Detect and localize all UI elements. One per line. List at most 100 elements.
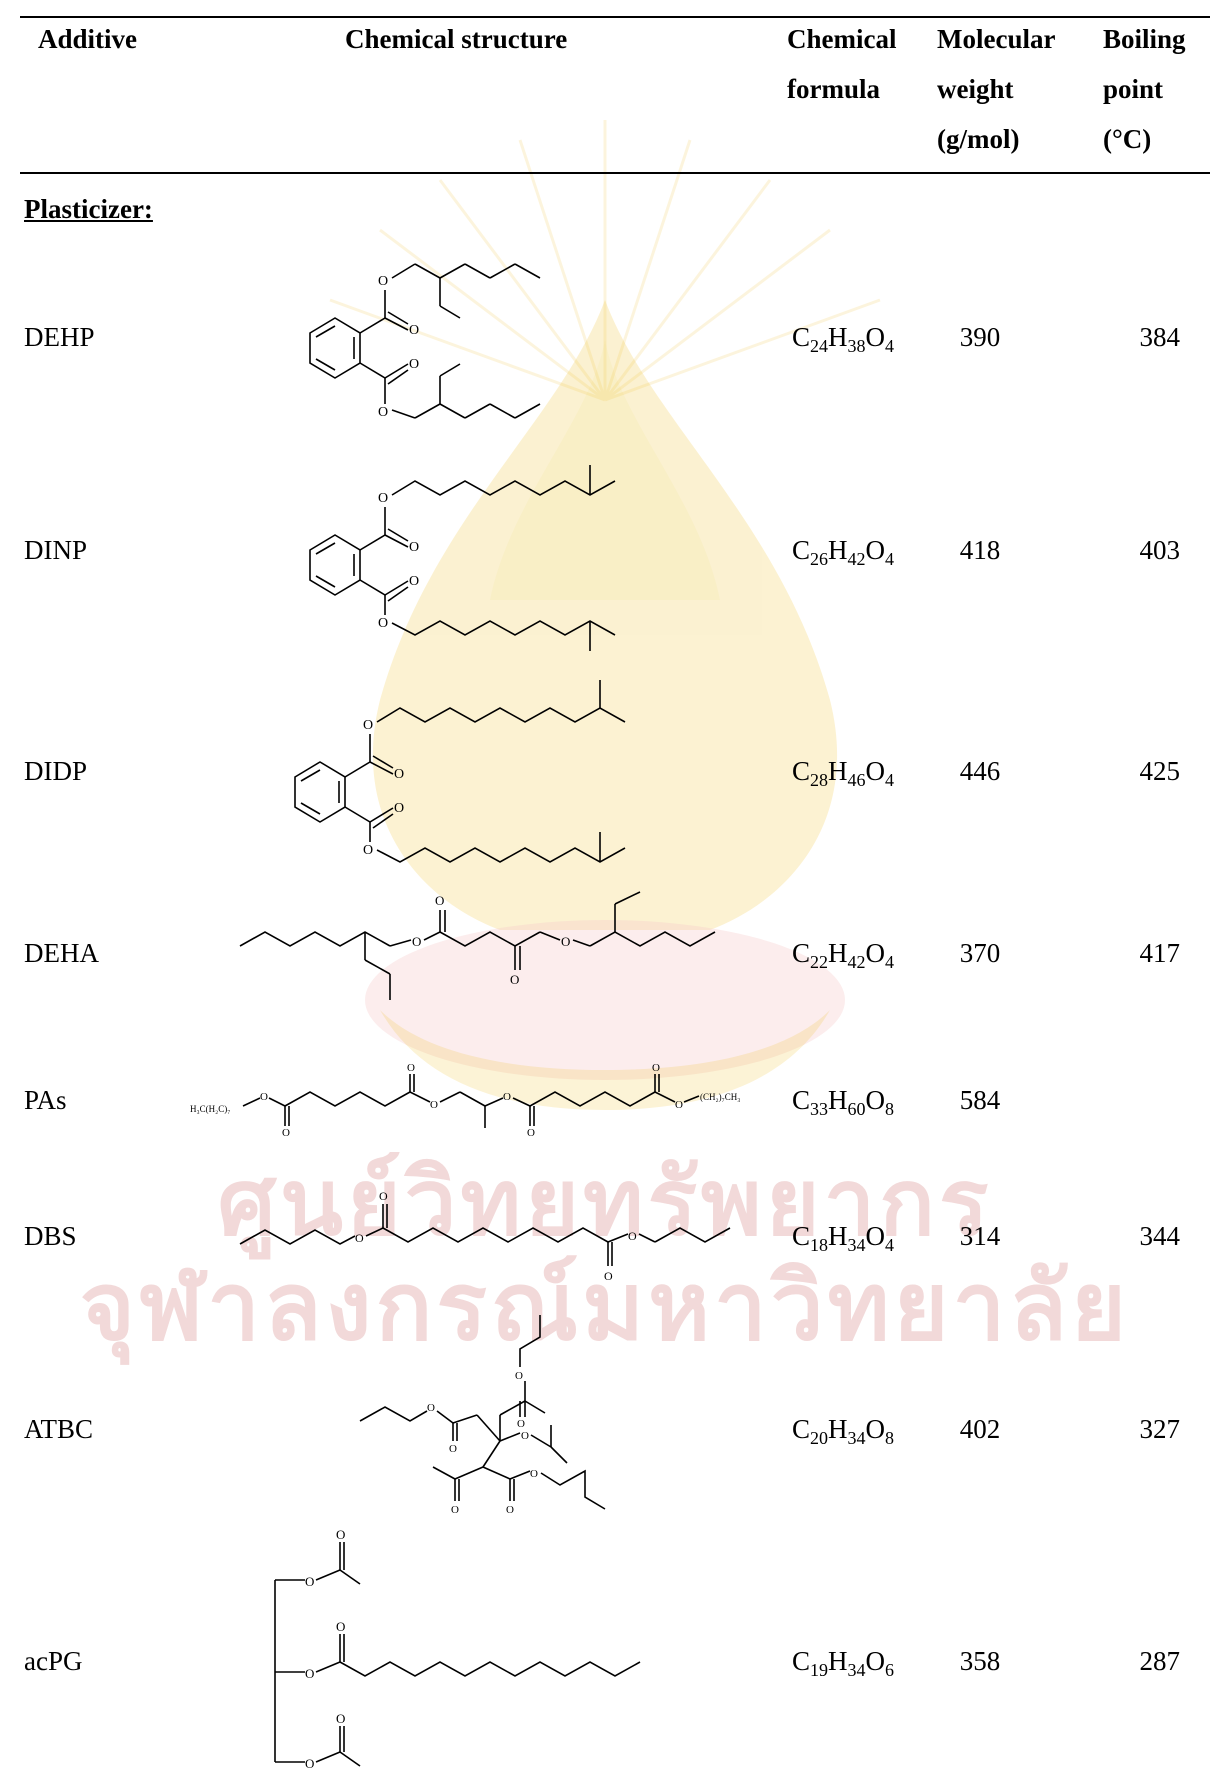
svg-text:O: O: [409, 574, 419, 589]
row-name: ATBC: [24, 1414, 94, 1444]
formula-subscript: 4: [885, 770, 895, 790]
formula-element: O: [865, 535, 886, 565]
formula-subscript: 42: [847, 549, 866, 569]
header-bottom-rule: [20, 172, 1210, 174]
svg-text:O: O: [363, 718, 373, 733]
svg-text:O: O: [305, 1756, 314, 1770]
formula-element: H: [828, 1414, 848, 1444]
formula-subscript: 4: [885, 1235, 895, 1255]
header-molecular-weight: Molecular weight (g/mol): [937, 14, 1055, 164]
header-mw-line-2: weight: [937, 74, 1014, 104]
svg-text:O: O: [527, 1127, 535, 1139]
row-molecular-weight: 314: [959, 1221, 1001, 1251]
svg-text:O: O: [394, 767, 404, 782]
formula-element: C: [792, 322, 811, 352]
formula-subscript: 20: [810, 1428, 829, 1448]
formula-element: C: [792, 1085, 811, 1115]
svg-text:O: O: [305, 1666, 314, 1681]
row-boiling-point: 417: [1139, 938, 1181, 968]
svg-text:O: O: [363, 843, 373, 858]
header-chemical-formula: Chemical formula: [787, 14, 896, 114]
formula-element: O: [865, 322, 886, 352]
svg-text:O: O: [336, 1530, 345, 1542]
structure-dbs: O O O O: [235, 1184, 755, 1294]
row-boiling-point: 425: [1139, 756, 1181, 786]
structure-label-pas-right: (CH₂)₇CH₃: [700, 1092, 740, 1102]
header-bp-line-3: (°C): [1103, 124, 1152, 154]
row-formula: C33H60O8: [792, 1085, 895, 1119]
svg-text:O: O: [652, 1062, 660, 1074]
row-molecular-weight: 358: [959, 1646, 1001, 1676]
row-boiling-point: 327: [1139, 1414, 1181, 1444]
svg-text:O: O: [260, 1091, 268, 1103]
svg-text:O: O: [378, 616, 388, 631]
row-name: PAs: [24, 1085, 67, 1115]
svg-text:O: O: [604, 1269, 613, 1283]
svg-text:O: O: [435, 893, 444, 908]
svg-text:O: O: [305, 1574, 314, 1589]
formula-subscript: 34: [847, 1235, 866, 1255]
svg-text:O: O: [412, 934, 421, 949]
svg-text:O: O: [336, 1619, 345, 1634]
row-molecular-weight: 584: [959, 1085, 1001, 1115]
formula-element: C: [792, 1414, 811, 1444]
svg-text:O: O: [427, 1402, 435, 1414]
row-molecular-weight: 370: [959, 938, 1001, 968]
formula-element: H: [828, 938, 848, 968]
svg-text:O: O: [379, 1189, 388, 1203]
structure-dehp: O O O O: [280, 238, 620, 428]
row-boiling-point: 287: [1139, 1646, 1181, 1676]
svg-text:O: O: [378, 405, 388, 420]
row-molecular-weight: 418: [959, 535, 1001, 565]
header-boiling-point: Boiling point (°C): [1103, 14, 1186, 164]
row-formula: C18H34O4: [792, 1221, 895, 1255]
formula-element: C: [792, 1646, 811, 1676]
header-additive: Additive: [38, 24, 138, 54]
row-name: DEHP: [24, 322, 95, 352]
svg-text:O: O: [407, 1062, 415, 1074]
row-formula: C24H38O4: [792, 322, 894, 355]
formula-element: H: [828, 1221, 848, 1251]
svg-text:O: O: [409, 323, 419, 338]
formula-element: C: [792, 756, 811, 786]
header-formula-line-1: Chemical: [787, 24, 897, 54]
row-molecular-weight: 402: [959, 1414, 1001, 1444]
svg-text:O: O: [378, 491, 388, 506]
formula-subscript: 4: [885, 952, 895, 972]
row-formula: C20H34O8: [792, 1414, 895, 1448]
svg-text:O: O: [409, 357, 419, 372]
formula-element: O: [865, 1085, 886, 1115]
formula-element: C: [792, 535, 811, 565]
svg-text:O: O: [506, 1504, 514, 1516]
row-molecular-weight: 446: [959, 756, 1001, 786]
formula-subscript: 19: [810, 1660, 829, 1680]
row-name: acPG: [24, 1646, 83, 1676]
svg-text:O: O: [561, 934, 570, 949]
svg-text:O: O: [628, 1229, 637, 1243]
row-name: DINP: [24, 535, 88, 565]
formula-element: C: [792, 938, 811, 968]
structure-pas: H₃C(H₂C)₇ O O O O O O O O (CH₂)₇CH₃: [185, 1062, 785, 1146]
formula-subscript: 8: [885, 1099, 895, 1119]
formula-element: O: [865, 1221, 886, 1251]
svg-text:O: O: [515, 1370, 523, 1382]
formula-subscript: 60: [847, 1099, 866, 1119]
formula-element: H: [828, 1646, 848, 1676]
formula-subscript: 46: [847, 770, 866, 790]
formula-element: H: [828, 322, 848, 352]
formula-subscript: 8: [885, 1428, 895, 1448]
header-formula-line-2: formula: [787, 74, 880, 104]
svg-text:O: O: [282, 1127, 290, 1139]
formula-subscript: 33: [810, 1099, 829, 1119]
structure-atbc: O O O O O O O O: [355, 1305, 615, 1530]
formula-subscript: 18: [810, 1235, 829, 1255]
structure-deha: O O O O: [235, 890, 735, 1000]
formula-subscript: 4: [885, 549, 895, 569]
row-molecular-weight: 390: [959, 322, 1001, 352]
svg-text:O: O: [355, 1231, 364, 1245]
header-mw-line-1: Molecular: [937, 24, 1056, 54]
row-boiling-point: 344: [1139, 1221, 1181, 1251]
row-formula: C26H42O4: [792, 535, 895, 569]
structure-label-pas-left: H₃C(H₂C)₇: [190, 1104, 230, 1114]
formula-element: H: [828, 756, 848, 786]
